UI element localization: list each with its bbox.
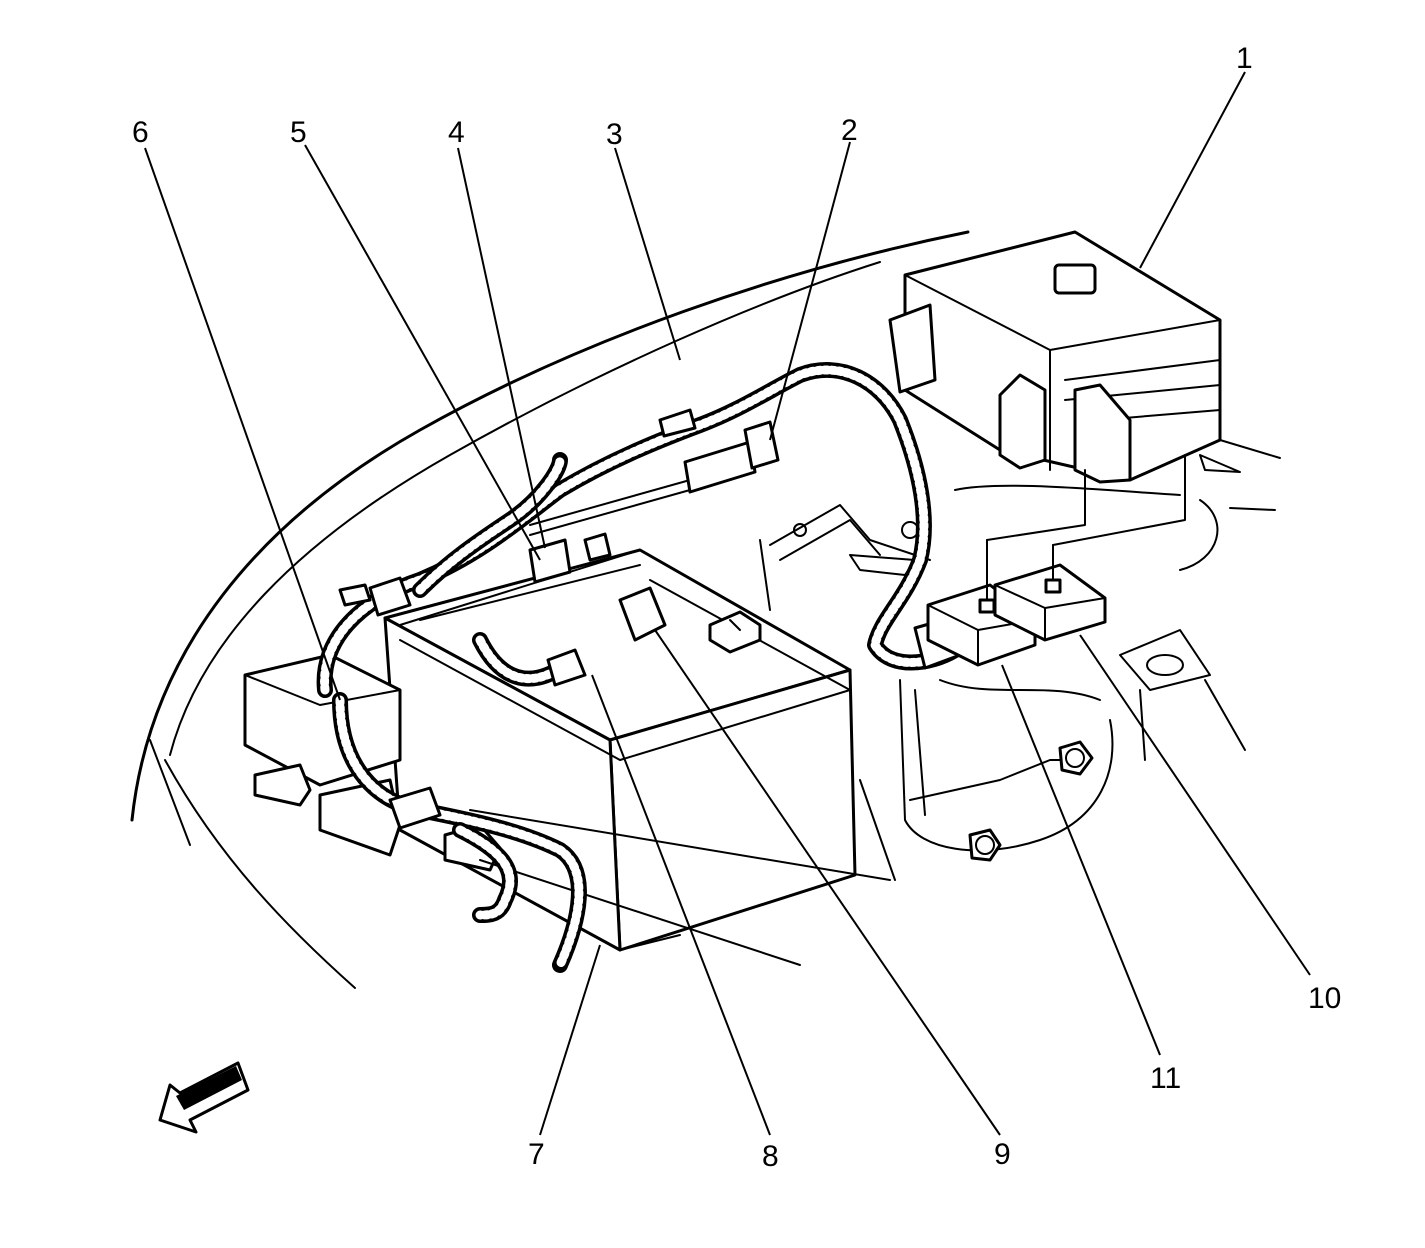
leader-4 (457, 147, 546, 549)
callout-3: 3 (606, 118, 623, 151)
callout-11: 11 (1150, 1062, 1181, 1095)
leader-2 (769, 141, 851, 441)
leader-10 (1079, 634, 1311, 976)
connectors (338, 408, 962, 830)
callout-4: 4 (448, 116, 465, 149)
leader-11 (1001, 664, 1161, 1056)
battery-tray-bracket (759, 484, 1246, 862)
front-direction-arrow-icon (158, 1061, 250, 1134)
callout-1: 1 (1236, 42, 1253, 75)
leader-8 (591, 674, 771, 1136)
leader-6 (144, 147, 341, 701)
callout-6: 6 (132, 116, 149, 149)
callout-5: 5 (290, 116, 307, 149)
callout-8: 8 (762, 1140, 779, 1173)
left-lower-components (243, 653, 891, 966)
underhood-fuse-block (888, 230, 1281, 511)
leader-1 (1139, 71, 1246, 269)
callout-2: 2 (841, 114, 858, 147)
fender-outline (130, 230, 970, 989)
ground-terminals (926, 454, 1186, 667)
callout-7: 7 (528, 1138, 545, 1171)
leader-9 (654, 629, 1001, 1136)
leader-5 (304, 144, 541, 561)
callout-10: 10 (1308, 982, 1341, 1015)
leader-3 (614, 147, 681, 361)
leader-lines (144, 71, 1311, 1136)
callout-9: 9 (994, 1138, 1011, 1171)
wiring-harness (316, 362, 963, 973)
callout-labels: 1 2 3 4 5 6 7 8 9 10 11 (132, 42, 1341, 1173)
leader-7 (539, 944, 601, 1136)
